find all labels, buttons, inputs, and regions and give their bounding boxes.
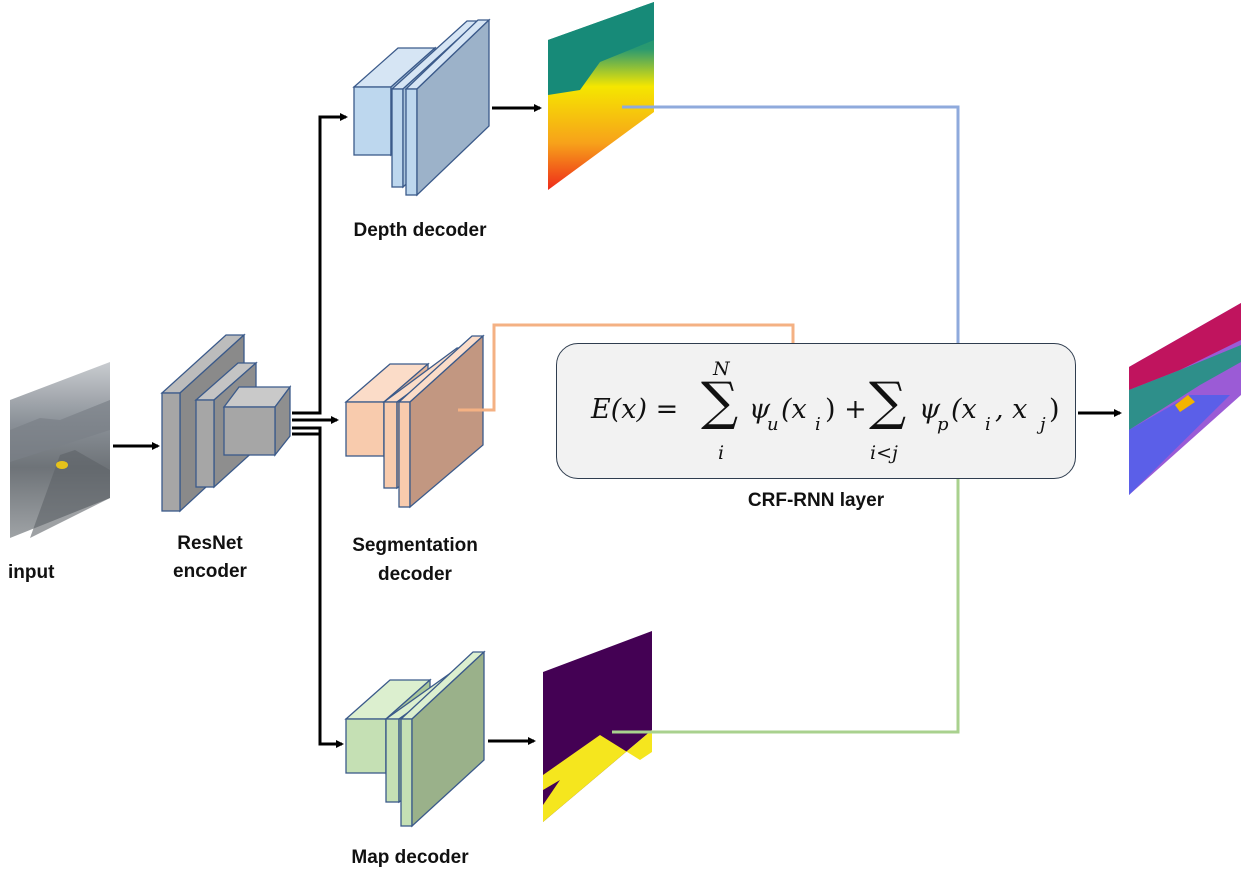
depth-to-crf-arrow	[622, 105, 963, 376]
segmentation-decoder-label-line1: Segmentation	[352, 535, 478, 556]
equation-lhs: E(x) =	[591, 394, 679, 425]
segmentation-to-crf-arrow	[458, 323, 798, 412]
map-decoder-label: Map decoder	[351, 847, 469, 868]
sum2-lower: i<j	[870, 442, 898, 464]
depth-output-map	[548, 2, 654, 190]
resnet-encoder-block	[160, 333, 292, 513]
input-image	[10, 362, 110, 538]
input-label: input	[8, 562, 55, 583]
segmentation-decoder-block	[344, 334, 485, 509]
crf-rnn-layer-label: CRF-RNN layer	[747, 490, 885, 511]
crf-rnn-equation-box: E(x) = N ∑ i ψ u (x i ) + ∑ i<j ψ p (x i…	[556, 343, 1076, 479]
segmentation-decoder-label-line2: decoder	[378, 564, 452, 585]
depth-decoder-label: Depth decoder	[353, 220, 487, 241]
term2-arg-sub1: i	[985, 414, 991, 435]
term1-arg-sub: i	[815, 414, 821, 435]
encoder-branch-arrows	[292, 113, 348, 748]
resnet-encoder-label-line2: encoder	[173, 561, 247, 582]
map-output-map	[543, 631, 652, 822]
term2-arg-sub2: j	[1040, 414, 1046, 435]
term2-close: )	[1049, 394, 1060, 425]
term1-psi: ψ	[749, 394, 771, 425]
final-segmentation-output	[1129, 303, 1241, 495]
term1-arg: (x	[781, 394, 807, 425]
term2-arg: (x	[951, 394, 977, 425]
sum2-sigma: ∑	[869, 372, 907, 432]
term2-sub: p	[937, 414, 949, 435]
term1-sub: u	[767, 414, 779, 435]
crf-energy-equation: E(x) = N ∑ i ψ u (x i ) + ∑ i<j ψ p (x i…	[557, 344, 1075, 478]
map-decoder-block	[344, 650, 486, 828]
sum1-upper: N	[713, 358, 730, 380]
sum1-sigma: ∑	[701, 372, 739, 432]
depth-decoder-block	[352, 18, 491, 197]
resnet-encoder-label-line1: ResNet	[177, 533, 243, 554]
sum1-lower: i	[718, 442, 725, 464]
term2-psi: ψ	[919, 394, 941, 425]
term2-comma: , x	[995, 394, 1028, 425]
term1-close: ) +	[825, 394, 867, 425]
map-to-crf-arrow	[612, 456, 963, 734]
